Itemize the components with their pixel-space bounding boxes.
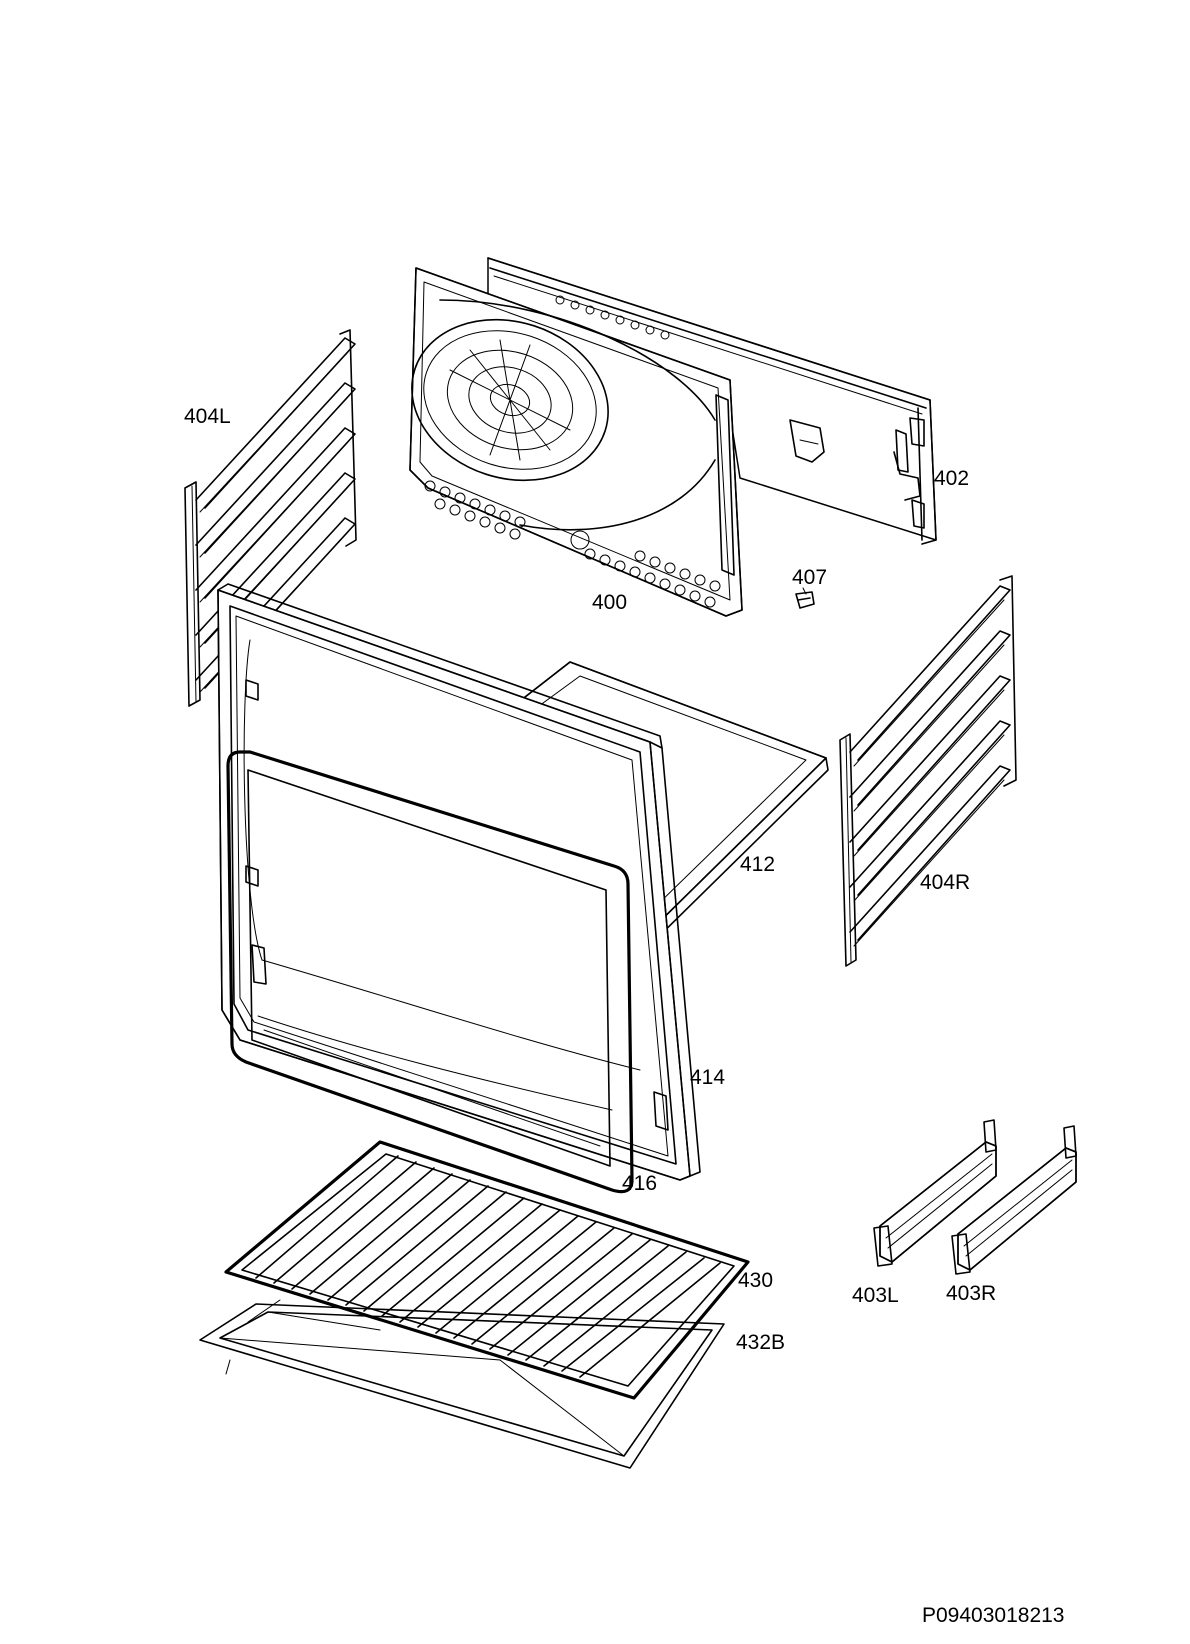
shelf-wires (255, 1155, 721, 1378)
part-404L-left-shelf-support (184, 329, 357, 707)
document-code: P09403018213 (922, 1604, 1064, 1627)
label-412: 412 (740, 853, 775, 876)
part-407-clip (795, 587, 815, 609)
part-432B-tray (199, 1299, 725, 1469)
label-400: 400 (592, 591, 627, 614)
part-416-door-seal (226, 750, 634, 1194)
perforation-pattern (424, 295, 721, 608)
label-416: 416 (622, 1172, 657, 1195)
label-404L: 404L (184, 405, 231, 428)
part-414-door-frame (217, 583, 701, 1181)
part-402-rear-rail (487, 257, 937, 545)
label-414: 414 (690, 1066, 725, 1089)
label-407: 407 (792, 566, 827, 589)
part-404R-right-shelf-support (839, 575, 1017, 967)
part-400-back-panel (409, 267, 743, 617)
label-432B: 432B (736, 1331, 785, 1354)
label-402: 402 (934, 467, 969, 490)
label-404R: 404R (920, 871, 970, 894)
label-430: 430 (738, 1269, 773, 1292)
part-403R-runner (951, 1125, 1077, 1275)
part-430-wire-shelf (224, 1140, 750, 1400)
label-403L: 403L (852, 1284, 899, 1307)
part-403L-runner (873, 1119, 997, 1267)
label-403R: 403R (946, 1282, 996, 1305)
